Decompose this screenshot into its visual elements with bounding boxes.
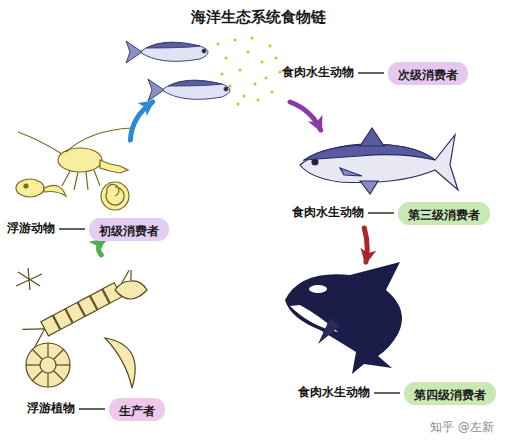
level-text: 生产者 — [119, 404, 155, 418]
phytoplankton — [16, 268, 147, 388]
dash-line — [367, 210, 395, 216]
organism-group: 食肉水生动物 次级消费者 — [120, 32, 482, 102]
organism-name: 食肉水生动物 — [298, 384, 370, 400]
level-pill: 第三级消费者 — [398, 202, 490, 225]
dash-stroke — [374, 392, 400, 393]
organism-group: 浮游动物 初级消费者 — [5, 140, 195, 240]
level-text: 初级消费者 — [99, 224, 159, 238]
level-pill: 次级消费者 — [388, 62, 468, 85]
organism-name: 食肉水生动物 — [292, 204, 364, 220]
zooplankton — [16, 128, 132, 210]
level-pill: 生产者 — [109, 398, 165, 421]
food-chain-arrow — [98, 240, 103, 255]
organism-group: 浮游植物 生产者 — [5, 255, 180, 420]
dash-line — [78, 406, 106, 412]
large-fish — [300, 128, 458, 194]
level-pill: 初级消费者 — [89, 218, 169, 241]
orca — [285, 262, 402, 374]
dash-stroke — [79, 408, 105, 409]
organism-name: 浮游动物 — [7, 220, 55, 236]
dash-line — [373, 390, 401, 396]
plankton-dots — [217, 37, 282, 106]
dash-stroke — [358, 72, 384, 73]
level-pill: 第四级消费者 — [404, 382, 496, 405]
diagram-title: 海洋生态系统食物链 — [191, 8, 326, 27]
level-text: 第四级消费者 — [414, 388, 486, 402]
organism-group: 食肉水生动物 第三级消费者 — [288, 130, 506, 228]
food-chain-arrow — [290, 102, 321, 130]
organism-name: 浮游植物 — [27, 400, 75, 416]
dash-line — [58, 226, 86, 232]
small-fish — [126, 41, 230, 101]
organism-name: 食肉水生动物 — [282, 64, 354, 80]
dash-stroke — [59, 228, 85, 229]
dash-line — [357, 70, 385, 76]
dash-stroke — [368, 212, 394, 213]
level-text: 第三级消费者 — [408, 208, 480, 222]
level-text: 次级消费者 — [398, 68, 458, 82]
food-chain-arrow — [364, 228, 367, 262]
organism-group: 食肉水生动物 第四级消费者 — [280, 262, 506, 405]
food-chain-arrow — [130, 102, 152, 140]
watermark: 知乎 @左新 — [430, 419, 494, 436]
